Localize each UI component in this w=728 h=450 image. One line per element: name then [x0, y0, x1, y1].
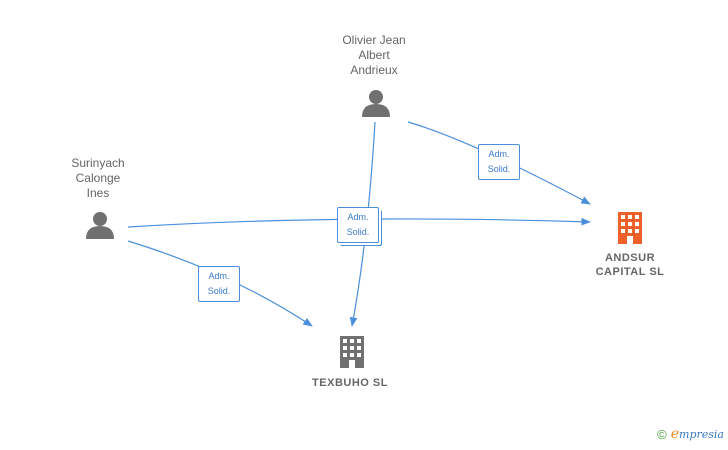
brand-initial: e: [670, 426, 680, 442]
edge-label-line: Solid.: [487, 164, 511, 174]
edge-label-line: Adm.: [488, 149, 510, 159]
edge-label-line: Solid.: [207, 286, 231, 296]
edge-label-line: Adm.: [208, 271, 230, 281]
company-name-line: CAPITAL SL: [595, 266, 665, 278]
company-label-texbuho[interactable]: TEXBUHO SL: [290, 376, 410, 390]
building-icon[interactable]: [340, 336, 364, 368]
company-label-andsur[interactable]: ANDSUR CAPITAL SL: [570, 251, 690, 279]
person-label-surinyach[interactable]: Surinyach Calonge Ines: [43, 156, 153, 201]
person-name-line: Ines: [86, 186, 110, 200]
person-name-line: Surinyach: [71, 156, 125, 170]
person-icon[interactable]: [86, 212, 114, 239]
edge-label-line: Adm.: [347, 212, 369, 222]
person-label-olivier[interactable]: Olivier Jean Albert Andrieux: [319, 33, 429, 78]
company-name-line: ANDSUR: [604, 252, 656, 264]
copyright-symbol: ©: [657, 426, 667, 442]
edge-label-olivier-andsur[interactable]: Adm. Solid.: [478, 144, 520, 180]
person-name-line: Albert: [358, 48, 390, 62]
person-name-line: Andrieux: [350, 63, 398, 77]
empresia-logo: © empresia: [657, 426, 724, 442]
brand-rest: mpresia: [679, 428, 724, 441]
person-name-line: Calonge: [75, 171, 121, 185]
edge-label-surinyach-texbuho[interactable]: Adm. Solid.: [198, 266, 240, 302]
company-name-line: TEXBUHO SL: [312, 377, 388, 389]
person-icon[interactable]: [362, 90, 390, 117]
person-name-line: Olivier Jean: [342, 33, 406, 47]
building-icon[interactable]: [618, 212, 642, 244]
edge-label-olivier-texbuho[interactable]: Adm. Solid.: [337, 207, 379, 243]
edge-label-line: Solid.: [346, 227, 370, 237]
brand-wordmark: empresia: [671, 425, 724, 443]
